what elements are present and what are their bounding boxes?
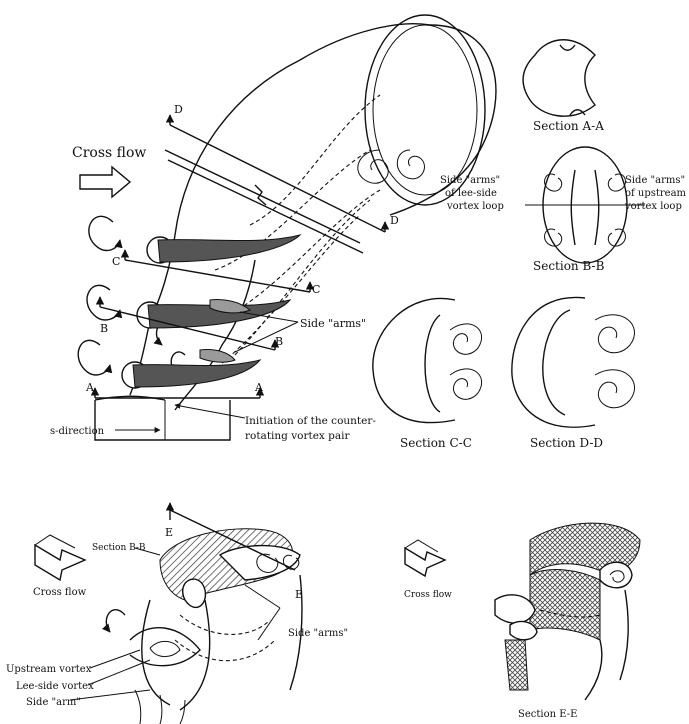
- side-arms-label: Side "arms": [300, 317, 366, 330]
- letter-d-right: D: [390, 214, 399, 227]
- cross-flow-arrow-icon-br: [405, 540, 445, 576]
- cross-flow-arrow-icon-bl: [35, 535, 85, 580]
- section-a-a: [523, 40, 595, 116]
- upstream-arms-line3: vortex loop: [624, 201, 682, 212]
- side-arm-label: Side "arm": [26, 697, 81, 708]
- upstream-arms-line1: Side "arms": [625, 175, 685, 186]
- letter-d-top: D: [174, 103, 183, 116]
- cross-flow-label-bl: Cross flow: [33, 587, 87, 598]
- side-arms-label-bl: Side "arms": [288, 628, 348, 639]
- s-direction-label: s-direction: [50, 426, 105, 437]
- upstream-arms-line2: of upstream: [625, 188, 687, 199]
- cross-flow-label-br: Cross flow: [404, 590, 452, 600]
- section-a-a-label: Section A-A: [533, 119, 604, 133]
- lee-side-vortex-label: Lee-side vortex: [16, 681, 94, 692]
- bottom-right-figure: Cross flow Section E-E: [404, 523, 640, 720]
- section-b-b-label: Section B-B: [533, 259, 605, 273]
- section-e-e-label: Section E-E: [518, 709, 577, 720]
- cross-flow-arrow-icon: [80, 167, 130, 197]
- main-jet-figure: Cross flow: [50, 15, 496, 442]
- section-c-c-label: Section C-C: [400, 436, 472, 450]
- letter-c-right: C: [312, 283, 320, 296]
- upstream-vortex-label: Upstream vortex: [6, 664, 92, 675]
- cross-flow-label: Cross flow: [72, 145, 146, 161]
- letter-a-left: A: [85, 381, 95, 394]
- lee-arms-line3: vortex loop: [446, 201, 504, 212]
- letter-a-right: A: [254, 381, 264, 394]
- initiation-pointer: [175, 405, 245, 418]
- letter-e-top: E: [165, 526, 173, 539]
- section-d-d: [512, 297, 635, 427]
- initiation-label-line1: Initiation of the counter-: [245, 415, 376, 427]
- section-d-d-label: Section D-D: [530, 436, 603, 450]
- initiation-label-line2: rotating vortex pair: [245, 430, 351, 442]
- lee-arms-line2: of lee-side: [445, 188, 497, 199]
- bottom-left-figure: Cross flow Section B-B E E Side "arms" U…: [6, 503, 348, 724]
- letter-c-left: C: [112, 255, 120, 268]
- lee-arms-line1: Side "arms": [440, 175, 500, 186]
- lee-side-vortex-tubes: [122, 235, 300, 388]
- section-c-c: [373, 298, 482, 422]
- letter-b-right: B: [275, 335, 283, 348]
- letter-b-left: B: [100, 322, 108, 335]
- section-b-b-small-label: Section B-B: [92, 543, 146, 553]
